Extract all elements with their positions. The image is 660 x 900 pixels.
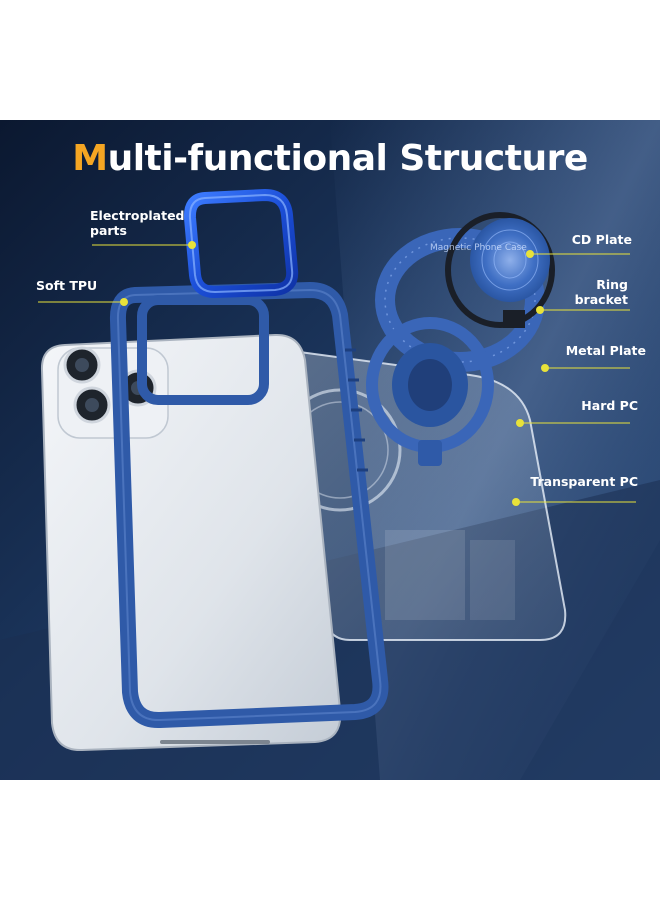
ring-bracket <box>366 212 555 466</box>
callout-dots <box>120 241 549 506</box>
label-ring-bracket-line1: Ring <box>596 277 628 292</box>
product-panel: Magnetic Phone Case Multi-functional Str… <box>0 120 660 780</box>
ring-engraved-text: Magnetic Phone Case <box>430 243 527 253</box>
label-electroplated-parts: Electroplated parts <box>90 208 185 238</box>
label-metal-plate: Metal Plate <box>565 343 646 358</box>
headline-rest: ulti-functional Structure <box>107 138 589 179</box>
callout-lines <box>38 244 636 503</box>
cd-plate <box>470 218 550 302</box>
headline-first-letter: M <box>72 138 108 179</box>
label-cd-plate: CD Plate <box>571 232 632 247</box>
electroplated-camera-ring <box>183 189 299 298</box>
label-transparent-pc: Transparent PC <box>530 474 638 489</box>
label-hard-pc: Hard PC <box>581 398 638 413</box>
label-ring-bracket-line2: bracket <box>574 292 628 307</box>
label-soft-tpu: Soft TPU <box>36 278 98 293</box>
case-illustration: Magnetic Phone Case <box>0 120 660 780</box>
soft-tpu-bumper <box>109 282 389 728</box>
label-ring-bracket: Ring bracket <box>575 277 628 307</box>
headline: Multi-functional Structure <box>0 138 660 179</box>
label-electroplated-line2: parts <box>90 223 127 238</box>
label-electroplated-line1: Electroplated <box>90 208 185 223</box>
